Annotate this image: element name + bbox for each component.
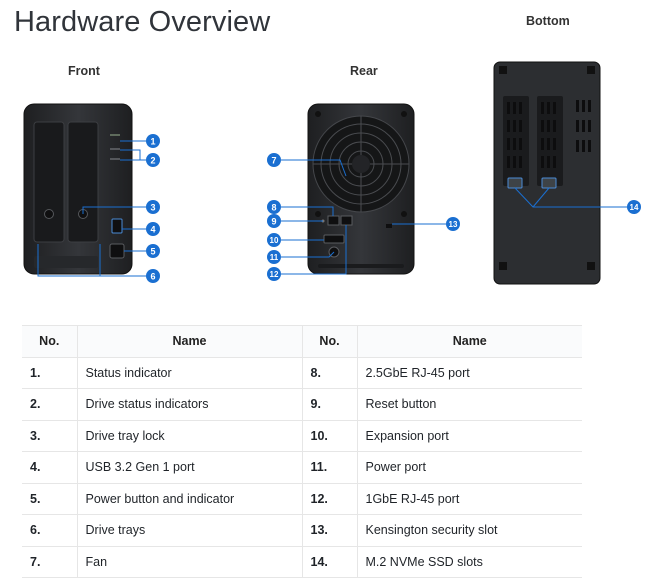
svg-text:13: 13 — [449, 220, 458, 229]
callout-5: 5 — [146, 244, 160, 258]
callout-10: 10 — [267, 233, 281, 247]
svg-text:5: 5 — [150, 247, 155, 257]
m2-screw-left — [507, 177, 523, 189]
callout-11: 11 — [267, 250, 281, 264]
col-header-no-a: No. — [22, 325, 78, 358]
row-name: Expansion port — [357, 420, 582, 452]
row-no: 12. — [302, 483, 358, 515]
table-row: 3. Drive tray lock 10. Expansion port — [22, 420, 582, 452]
svg-text:6: 6 — [150, 272, 155, 282]
table-row: 2. Drive status indicators 9. Reset butt… — [22, 388, 582, 421]
col-header-no-b: No. — [302, 325, 358, 358]
row-name: Drive trays — [77, 514, 303, 547]
callout-12: 12 — [267, 267, 281, 281]
row-name: Kensington security slot — [357, 514, 582, 547]
svg-text:9: 9 — [271, 217, 276, 227]
callout-9: 9 — [267, 214, 281, 228]
front-device — [23, 103, 133, 275]
status-led — [110, 134, 120, 136]
row-no: 6. — [22, 514, 78, 547]
row-name: M.2 NVMe SSD slots — [357, 546, 582, 578]
m2-screw-right — [541, 177, 557, 189]
svg-text:1: 1 — [150, 137, 155, 147]
table-row: 6. Drive trays 13. Kensington security s… — [22, 514, 582, 547]
rear-device — [307, 103, 415, 275]
page-title: Hardware Overview — [14, 6, 271, 38]
callout-7: 7 — [267, 153, 281, 167]
row-name: Drive tray lock — [77, 420, 303, 452]
drive-tray-right — [67, 121, 99, 243]
expansion-port — [323, 234, 345, 244]
row-no: 1. — [22, 357, 78, 389]
row-name: 2.5GbE RJ-45 port — [357, 357, 582, 389]
callout-4: 4 — [146, 222, 160, 236]
col-header-name-b: Name — [357, 325, 582, 358]
tray-lock-left — [44, 209, 54, 219]
table-row: 4. USB 3.2 Gen 1 port 11. Power port — [22, 451, 582, 484]
svg-text:8: 8 — [271, 203, 276, 213]
callout-6: 6 — [146, 269, 160, 283]
svg-text:12: 12 — [270, 270, 279, 279]
callout-8: 8 — [267, 200, 281, 214]
rj45-2-5g — [327, 215, 340, 226]
row-no: 8. — [302, 357, 358, 389]
front-view-label: Front — [68, 64, 100, 78]
rear-view-label: Rear — [350, 64, 378, 78]
row-no: 14. — [302, 546, 358, 578]
col-header-name-a: Name — [77, 325, 303, 358]
callout-1: 1 — [146, 134, 160, 148]
row-no: 5. — [22, 483, 78, 515]
power-button — [109, 243, 125, 259]
row-no: 9. — [302, 388, 358, 421]
row-name: Fan — [77, 546, 303, 578]
svg-text:3: 3 — [150, 203, 155, 213]
table-row: 1. Status indicator 8. 2.5GbE RJ-45 port — [22, 357, 582, 389]
row-no: 3. — [22, 420, 78, 452]
row-no: 10. — [302, 420, 358, 452]
row-name: Power button and indicator — [77, 483, 303, 515]
callout-3: 3 — [146, 200, 160, 214]
row-no: 4. — [22, 451, 78, 484]
callout-13: 13 — [446, 217, 460, 231]
table-row: 5. Power button and indicator 12. 1GbE R… — [22, 483, 582, 515]
svg-text:10: 10 — [270, 236, 279, 245]
hardware-table: No. Name No. Name 1. Status indicator 8.… — [22, 325, 582, 578]
rj45-1g — [340, 215, 353, 226]
drive-tray-left — [33, 121, 65, 243]
row-name: Reset button — [357, 388, 582, 421]
svg-text:11: 11 — [270, 253, 279, 262]
row-no: 2. — [22, 388, 78, 421]
row-no: 13. — [302, 514, 358, 547]
row-no: 11. — [302, 451, 358, 484]
row-name: Power port — [357, 451, 582, 484]
svg-text:2: 2 — [150, 156, 155, 166]
table-header-row: No. Name No. Name — [22, 325, 582, 358]
svg-text:14: 14 — [630, 203, 639, 212]
svg-text:4: 4 — [150, 225, 155, 235]
kensington-slot — [386, 224, 392, 228]
row-name: Status indicator — [77, 357, 303, 389]
table-row: 7. Fan 14. M.2 NVMe SSD slots — [22, 546, 582, 578]
bottom-device — [493, 61, 601, 285]
row-name: Drive status indicators — [77, 388, 303, 421]
callout-2: 2 — [146, 153, 160, 167]
callout-14: 14 — [627, 200, 641, 214]
hardware-diagram: 1 2 3 4 5 6 7 8 9 10 11 12 13 14 — [23, 61, 641, 285]
usb-port — [111, 218, 123, 234]
row-name: 1GbE RJ-45 port — [357, 483, 582, 515]
svg-text:7: 7 — [271, 156, 276, 166]
row-name: USB 3.2 Gen 1 port — [77, 451, 303, 484]
bottom-view-label: Bottom — [526, 14, 570, 28]
row-no: 7. — [22, 546, 78, 578]
